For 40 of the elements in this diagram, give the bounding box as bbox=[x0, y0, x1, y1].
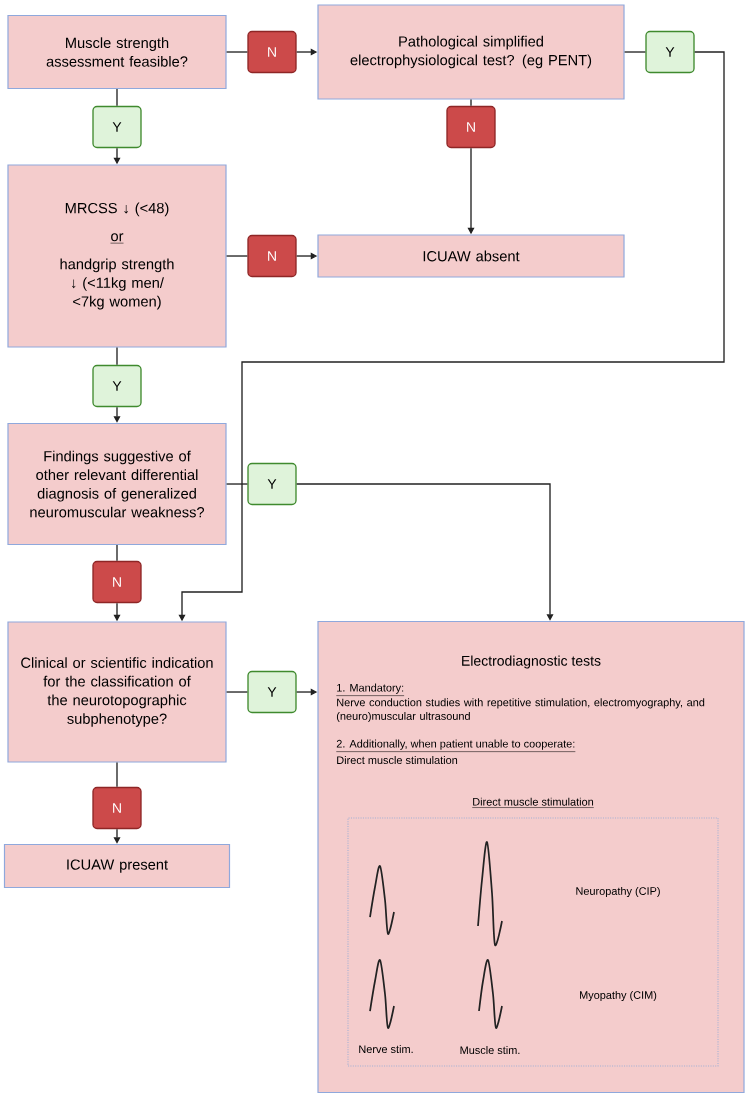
column-label: Nerve stim. bbox=[359, 1045, 413, 1054]
process-box: Clinical or scientific indication for the classification of the neurotopographic subphenotype? bbox=[7, 621, 227, 763]
arrow bbox=[113, 406, 121, 423]
decision-badge: Y bbox=[247, 462, 297, 506]
arrow bbox=[296, 483, 554, 621]
decision-badge: N bbox=[247, 234, 297, 278]
row-label: Neuropathy (CIP) bbox=[576, 886, 660, 898]
connector-line bbox=[116, 544, 118, 562]
row-label: Myopathy (CIM) bbox=[580, 990, 657, 1002]
connector-line bbox=[225, 691, 248, 693]
section-text: Nerve conduction studies with repetitive stimulation, electromyography, and (neuro)muscular ultrasound bbox=[336, 698, 705, 723]
column-label: Muscle stim. bbox=[460, 1046, 520, 1054]
decision-badge: N bbox=[92, 560, 142, 604]
process-box: ICUAW present bbox=[3, 843, 231, 889]
connector-line bbox=[116, 761, 118, 788]
connector-line bbox=[470, 98, 472, 107]
section-heading: 1. Mandatory: bbox=[336, 683, 405, 696]
decision-badge: Y bbox=[92, 105, 142, 149]
process-box: Pathological simplified electrophysiological test? (eg PENT) bbox=[317, 4, 625, 100]
decision-badge: N bbox=[92, 786, 142, 830]
decision-badge: Y bbox=[247, 670, 297, 714]
connector-line bbox=[225, 255, 248, 257]
connector-line bbox=[225, 483, 248, 485]
decision-badge: Y bbox=[645, 30, 695, 74]
decision-badge: N bbox=[247, 30, 297, 74]
connector-line bbox=[623, 51, 646, 53]
connector-line bbox=[225, 51, 248, 53]
figure-heading: Direct muscle stimulation bbox=[472, 797, 595, 808]
process-box: MRCSS ↓ (<48) or handgrip strength ↓ (<11kg men/ <7kg women) bbox=[7, 164, 227, 348]
decision-badge: Y bbox=[92, 364, 142, 408]
panel-heading: Electrodiagnostic tests bbox=[462, 655, 601, 669]
section-text: Direct muscle stimulation bbox=[337, 756, 458, 764]
connector-line bbox=[116, 346, 118, 366]
process-box: Muscle strength assessment feasible? bbox=[7, 14, 227, 90]
connector-line bbox=[116, 88, 118, 107]
process-box: Findings suggestive of other relevant differential diagnosis of generalized neuromuscular weakness? bbox=[7, 422, 227, 546]
section-heading: 2. Additionally, when patient unable to cooperate: bbox=[336, 739, 576, 752]
process-box: ICUAW absent bbox=[317, 234, 625, 278]
decision-badge: N bbox=[446, 105, 496, 149]
arrow bbox=[113, 828, 121, 844]
